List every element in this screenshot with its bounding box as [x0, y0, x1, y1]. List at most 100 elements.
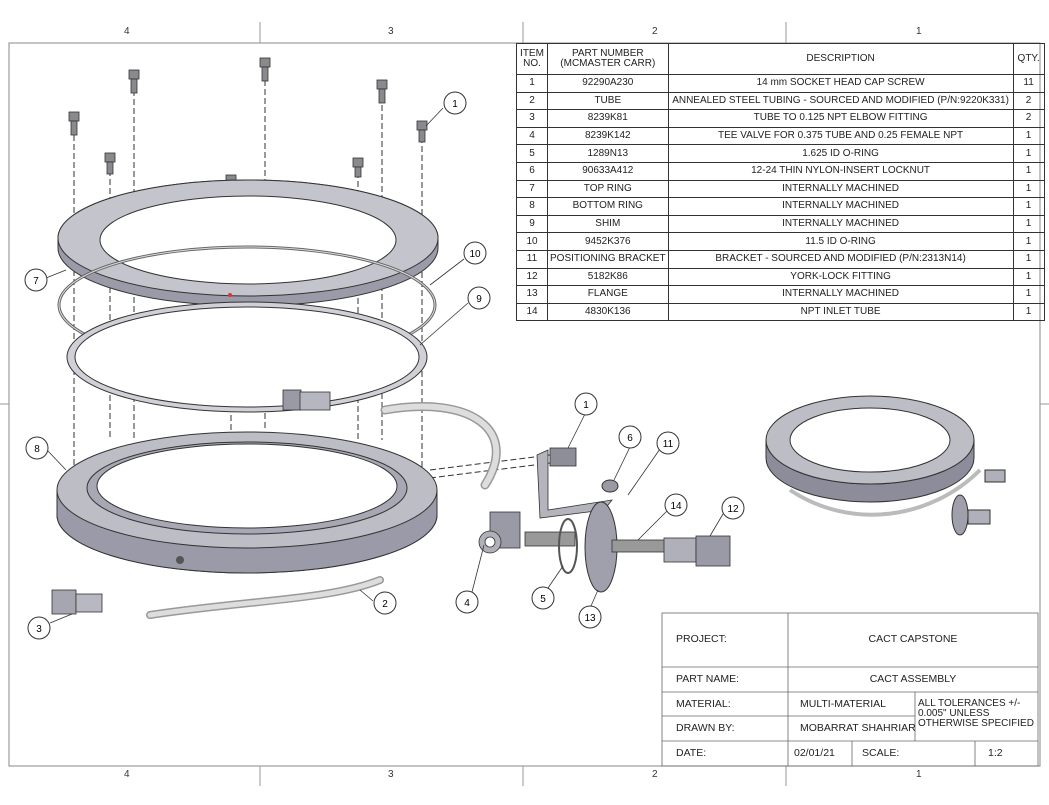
- tee-valve: [478, 511, 521, 554]
- bom-cell-qty: 1: [1012, 232, 1045, 251]
- york-lock-fitting: [663, 535, 731, 567]
- bom-cell-item: 11: [516, 249, 548, 269]
- bom-cell-desc: 11.5 ID O-RING: [667, 232, 1014, 251]
- bom-cell-qty: 1: [1012, 267, 1045, 287]
- balloon-10: 10: [463, 241, 487, 265]
- part-name-label: PART NAME:: [676, 673, 740, 685]
- zone-bottom-1: 1: [916, 769, 922, 780]
- svg-text:6: 6: [627, 433, 633, 444]
- bom-cell-desc: 12-24 THIN NYLON-INSERT LOCKNUT: [667, 161, 1014, 181]
- project-value: CACT CAPSTONE: [868, 633, 958, 645]
- bom-cell-desc: 1.625 ID O-RING: [667, 144, 1014, 163]
- bom-cell-item: 9: [516, 214, 548, 234]
- bom-cell-part: 9452K376: [547, 232, 669, 251]
- balloon-11: 11: [656, 431, 680, 455]
- balloon-1b: 1: [574, 392, 598, 416]
- balloon-8: 8: [25, 436, 49, 460]
- top-ring: [57, 179, 439, 307]
- zone-top-3: 3: [388, 26, 394, 37]
- bom-cell-part: SHIM: [547, 214, 669, 234]
- bom-cell-desc: NPT INLET TUBE: [667, 302, 1014, 322]
- balloon-9: 9: [467, 286, 491, 310]
- bom-cell-qty: 1: [1012, 249, 1045, 269]
- svg-text:13: 13: [584, 613, 596, 624]
- project-label: PROJECT:: [676, 633, 727, 645]
- date-value: 02/01/21: [794, 747, 835, 759]
- title-block: PROJECT: CACT CAPSTONE PART NAME: CACT A…: [662, 613, 1038, 766]
- bom-cell-item: 14: [516, 302, 548, 322]
- svg-text:3: 3: [36, 624, 42, 635]
- bom-cell-part: 5182K86: [547, 267, 669, 287]
- bom-cell-item: 6: [516, 161, 548, 181]
- bom-cell-part: TUBE: [547, 91, 669, 111]
- inlet-tube: [611, 539, 668, 553]
- svg-text:14: 14: [670, 501, 682, 512]
- balloon-3: 3: [27, 616, 51, 640]
- bottom-ring: [56, 431, 438, 574]
- svg-text:5: 5: [540, 594, 546, 605]
- bom-cell-part: 1289N13: [547, 144, 669, 163]
- svg-text:9: 9: [476, 294, 482, 305]
- balloon-5: 5: [531, 586, 555, 610]
- part-name-value: CACT ASSEMBLY: [869, 673, 957, 685]
- fitting-lower: [51, 589, 103, 615]
- bom-cell-part: TOP RING: [547, 179, 669, 199]
- bom-cell-part: POSITIONING BRACKET: [547, 249, 669, 269]
- balloon-6: 6: [618, 425, 642, 449]
- bom-cell-qty: 1: [1012, 302, 1045, 322]
- balloon-14: 14: [664, 493, 688, 517]
- shim: [66, 301, 428, 413]
- bom-cell-item: 13: [516, 285, 548, 304]
- bom-cell-part: 8239K81: [547, 109, 669, 128]
- bom-cell-item: 7: [516, 179, 548, 199]
- svg-text:1: 1: [583, 400, 589, 411]
- locknut: [601, 479, 619, 493]
- balloon-4: 4: [455, 590, 479, 614]
- bom-cell-desc: TEE VALVE FOR 0.375 TUBE AND 0.25 FEMALE…: [667, 126, 1014, 146]
- drawn-by-label: DRAWN BY:: [676, 722, 735, 734]
- bom-cell-part: 8239K142: [547, 126, 669, 146]
- svg-text:7: 7: [33, 276, 39, 287]
- balloon-12: 12: [721, 496, 745, 520]
- svg-text:2: 2: [382, 599, 388, 610]
- elbow-fitting-upper: [282, 389, 331, 411]
- svg-text:1: 1: [452, 99, 458, 110]
- bom-cell-qty: 1: [1012, 161, 1045, 181]
- bom-cell-desc: INTERNALLY MACHINED: [667, 197, 1014, 216]
- bom-cell-part: 90633A412: [547, 161, 669, 181]
- title-block-lines: [661, 612, 1039, 767]
- material-value: MULTI-MATERIAL: [800, 698, 886, 710]
- bom-cell-qty: 2: [1012, 109, 1045, 128]
- svg-text:8: 8: [34, 444, 40, 455]
- bom-cell-qty: 11: [1012, 74, 1045, 93]
- svg-text:4: 4: [464, 598, 470, 609]
- screws: [68, 57, 428, 195]
- bom-cell-item: 8: [516, 197, 548, 216]
- bom-cell-qty: 1: [1012, 285, 1045, 304]
- zone-top-2: 2: [652, 26, 658, 37]
- bom-header-description: DESCRIPTION: [667, 43, 1014, 75]
- threaded-tube: [524, 531, 576, 547]
- bom-cell-item: 1: [516, 74, 548, 93]
- zone-top-1: 1: [916, 26, 922, 37]
- bom-cell-desc: 14 mm SOCKET HEAD CAP SCREW: [667, 74, 1014, 93]
- bom-cell-part: 4830K136: [547, 302, 669, 322]
- bom-cell-qty: 2: [1012, 91, 1045, 111]
- balloon-2: 2: [373, 591, 397, 615]
- svg-text:11: 11: [663, 439, 674, 450]
- o-ring-small: [558, 518, 578, 574]
- positioning-bracket: [536, 447, 613, 519]
- balloon-13: 13: [578, 605, 602, 629]
- bom-cell-item: 10: [516, 232, 548, 251]
- bom-cell-item: 5: [516, 144, 548, 163]
